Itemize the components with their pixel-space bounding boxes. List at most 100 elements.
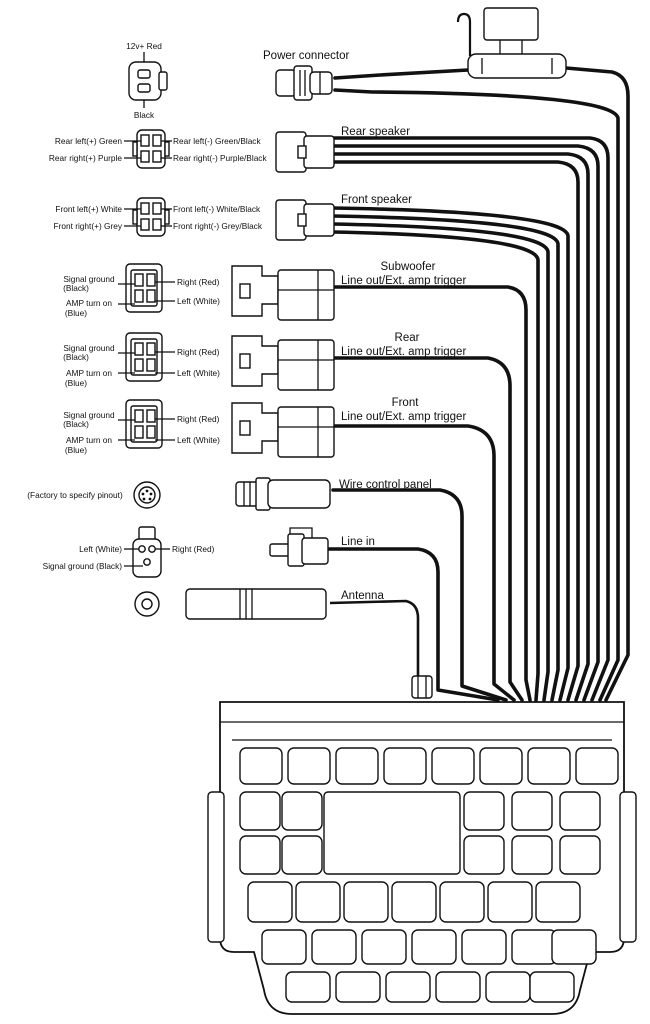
front-line-pin-ground: Signal ground [63, 410, 115, 420]
grille-cell [511, 929, 557, 965]
subwoofer-plug [231, 265, 335, 321]
rear-line-pin-ground-color: (Black) [63, 352, 89, 362]
front-line-pin-ground-color: (Black) [63, 419, 89, 429]
grille-cell [311, 929, 357, 965]
rear-line-subtitle: Line out/Ext. amp trigger [341, 346, 466, 358]
front-speaker-pin-1: Front left(+) White [55, 204, 122, 214]
front-line-title: Front [392, 397, 420, 409]
line-in-pin-right: Right (Red) [172, 544, 215, 554]
rear-line-pin-left: Left (White) [177, 368, 220, 378]
grille-cell [335, 747, 379, 785]
power-ground-wire [333, 88, 620, 702]
rear-speaker-wire-3 [331, 152, 590, 702]
rear-speaker-pin-3: Rear right(+) Purple [49, 153, 122, 163]
wire-control-note: (Factory to specify pinout) [27, 490, 123, 500]
grille-cell [463, 835, 505, 875]
line-in-pin-left: Left (White) [79, 544, 122, 554]
fuse-wire-left [333, 68, 470, 80]
antenna-cable [329, 599, 420, 680]
power-pin-top-label: 12v+ Red [126, 41, 162, 51]
front-line-pinout [118, 399, 175, 449]
grille-cell [529, 971, 575, 1003]
grille-cell [361, 929, 407, 965]
subwoofer-pin-left: Left (White) [177, 296, 220, 306]
rear-line-wire [331, 356, 524, 702]
labels: 12v+ Red Black Power connector Rear left… [27, 41, 466, 602]
grille-cell [461, 929, 507, 965]
wire-harness [326, 66, 630, 702]
front-speaker-wire-1 [331, 206, 570, 702]
front-line-pin-left: Left (White) [177, 435, 220, 445]
antenna-plug [185, 588, 327, 620]
rear-speaker-pin-1: Rear left(+) Green [55, 136, 122, 146]
line-in-wire [326, 547, 500, 702]
grille-cell [281, 791, 323, 831]
grille-cell [385, 971, 431, 1003]
front-line-pin-right: Right (Red) [177, 414, 220, 424]
grille-cell [575, 747, 619, 785]
rear-speaker-wire-4 [331, 160, 580, 702]
front-line-wire [331, 424, 516, 702]
rear-speaker-wire-1 [331, 136, 610, 702]
subwoofer-pinout [118, 263, 175, 313]
front-line-plug [231, 402, 335, 458]
grille-cell [439, 881, 485, 923]
front-speaker-wire-2 [331, 214, 560, 702]
grille-cell [239, 747, 283, 785]
subwoofer-pin-ground-color: (Black) [63, 283, 89, 293]
front-speaker-pin-2: Front left(-) White/Black [173, 204, 261, 214]
grille-cell [535, 881, 581, 923]
grille-cell [527, 747, 571, 785]
rear-speaker-plug [275, 131, 335, 173]
front-speaker-plug [275, 199, 335, 241]
grille-cell [431, 747, 475, 785]
grille-cell [383, 747, 427, 785]
rear-line-pin-amp-color: (Blue) [65, 378, 87, 388]
head-unit-grid [239, 747, 619, 1003]
wire-control-plug [235, 477, 331, 511]
grille-cell [335, 971, 381, 1003]
grille-cell [559, 835, 601, 875]
grille-cell [463, 791, 505, 831]
rear-line-pin-amp: AMP turn on [66, 368, 112, 378]
grille-cell [295, 881, 341, 923]
rear-speaker-pinout [124, 129, 172, 169]
grille-cell [281, 835, 323, 875]
fuse-wire-right [564, 66, 630, 702]
grille-cell [239, 791, 281, 831]
grille-cell [511, 835, 553, 875]
rear-line-pin-right: Right (Red) [177, 347, 220, 357]
grille-cell [485, 971, 531, 1003]
grille-cell [239, 835, 281, 875]
antenna-socket [134, 591, 160, 617]
power-pin-bottom-label: Black [134, 110, 155, 120]
grille-cell [551, 929, 597, 965]
subwoofer-title: Subwoofer [381, 261, 436, 273]
grille-cell [287, 747, 331, 785]
front-speaker-wire-4 [331, 230, 540, 702]
power-connector-plug [275, 65, 333, 101]
front-speaker-pinout [124, 197, 172, 237]
rear-speaker-pin-4: Rear right(-) Purple/Black [173, 153, 267, 163]
antenna-title: Antenna [341, 590, 384, 602]
power-connector-title: Power connector [263, 50, 349, 62]
rear-speaker-pin-2: Rear left(-) Green/Black [173, 136, 261, 146]
line-in-title: Line in [341, 536, 375, 548]
front-speaker-wire-3 [331, 222, 550, 702]
grille-cell [411, 929, 457, 965]
front-speaker-pin-3: Front right(+) Grey [54, 221, 123, 231]
grille-cell [487, 881, 533, 923]
grille-cell [435, 971, 481, 1003]
subwoofer-subtitle: Line out/Ext. amp trigger [341, 275, 466, 287]
subwoofer-pin-amp-color: (Blue) [65, 308, 87, 318]
rear-line-plug [231, 335, 335, 391]
wire-control-title: Wire control panel [339, 479, 432, 491]
line-in-plug [269, 527, 329, 567]
grille-cell [261, 929, 307, 965]
front-line-pin-amp: AMP turn on [66, 435, 112, 445]
grille-cell [559, 791, 601, 831]
front-line-subtitle: Line out/Ext. amp trigger [341, 411, 466, 423]
grille-cell [479, 747, 523, 785]
fuse-holder [456, 7, 567, 79]
